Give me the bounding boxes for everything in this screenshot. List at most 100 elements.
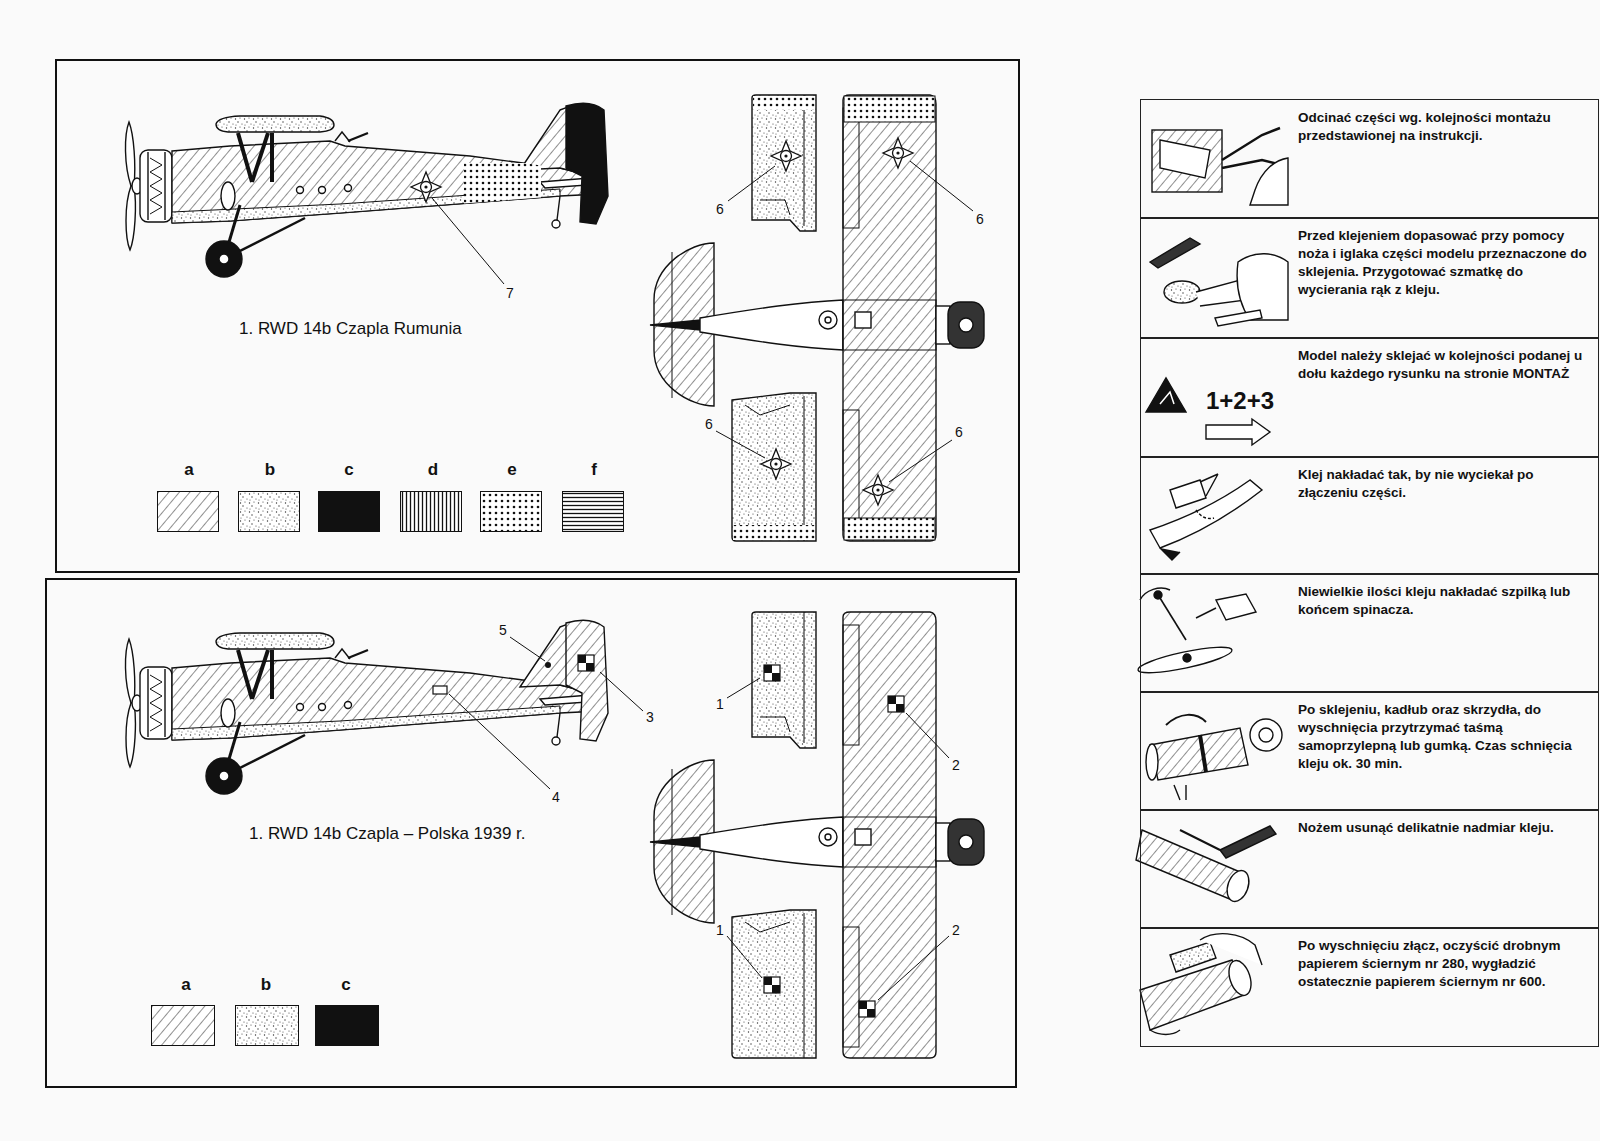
legend-pattern (563, 492, 624, 532)
aircraft-side-view (411, 172, 441, 202)
aircraft-top-view (764, 977, 780, 993)
legend-letter: f (591, 460, 597, 480)
legend-letter: c (341, 975, 350, 995)
aircraft-side-view (566, 103, 608, 224)
leader-line (510, 637, 545, 661)
legend-letter: c (344, 460, 353, 480)
aircraft-side-view (464, 163, 541, 209)
aircraft-top-view (883, 138, 913, 168)
aircraft-top-view (650, 612, 984, 1058)
instruction-sketch (1222, 128, 1280, 160)
legend-swatch (151, 1005, 215, 1046)
callout-number: 6 (955, 424, 963, 440)
instruction-box: Niewielkie ilości kleju nakładać szpilką… (1140, 573, 1599, 693)
instruction-sketch (1136, 830, 1240, 900)
leader-line (600, 672, 643, 711)
legend-letter: a (181, 975, 190, 995)
callout-number: 6 (705, 416, 713, 432)
instruction-sketch (1150, 238, 1200, 268)
leader-line (449, 637, 949, 1000)
instruction-sketch (1170, 480, 1206, 508)
callout-number: 3 (646, 709, 654, 725)
instruction-sketch (1250, 719, 1282, 751)
legend-pattern (158, 492, 219, 532)
leader-line (910, 161, 973, 211)
instruction-sketch (1136, 128, 1288, 1035)
instruction-sketch (1136, 642, 1233, 678)
instruction-sketch (1183, 654, 1191, 662)
aircraft-side-view (125, 622, 602, 794)
instruction-sketch (1196, 510, 1214, 519)
instruction-sketch (1225, 958, 1255, 998)
instruction-text: Nożem usunąć delikatnie nadmiar kleju. (1298, 819, 1592, 837)
instruction-sketch (1196, 608, 1216, 618)
legend-letter: b (261, 975, 271, 995)
instruction-sketch (1200, 934, 1262, 965)
aircraft-side-view (433, 686, 447, 694)
legend-pattern (239, 492, 300, 532)
legend-pattern (481, 492, 542, 532)
instruction-sketch (1237, 254, 1288, 320)
legend-pattern (401, 492, 462, 532)
instruction-box: Po wyschnięciu złącz, oczyścić drobnym p… (1140, 927, 1599, 1047)
legend-swatch (480, 491, 542, 532)
order-sequence: 1+2+3 (1206, 387, 1274, 415)
instruction-text: Po sklejeniu, kadłub oraz skrzydła, do w… (1298, 701, 1592, 773)
leader-line (716, 431, 765, 458)
instruction-sketch (1200, 474, 1218, 496)
callout-number: 1 (716, 696, 724, 712)
aircraft-top-view (650, 95, 984, 541)
legend-swatch (562, 491, 624, 532)
aircraft-top-view (650, 612, 984, 1058)
instruction-sketch (1220, 826, 1276, 858)
instruction-sketch (1160, 392, 1174, 404)
instruction-sketch (1170, 942, 1216, 972)
instruction-box: Po sklejeniu, kadłub oraz skrzydła, do w… (1140, 691, 1599, 811)
aircraft-top-view (761, 449, 791, 479)
instruction-text: Klej nakładać tak, by nie wyciekał po zł… (1298, 466, 1592, 502)
instruction-sketch (1140, 588, 1170, 600)
aircraft-top-view (863, 475, 893, 505)
legend-swatch (238, 491, 300, 532)
leader-line (432, 198, 504, 284)
aircraft-top-view (888, 696, 904, 712)
instruction-sketch (1166, 715, 1206, 725)
legend-swatch (400, 491, 462, 532)
callout-number: 4 (552, 789, 560, 805)
aircraft-top-view (859, 1001, 875, 1017)
scheme-caption: 1. RWD 14b Czapla – Polska 1939 r. (249, 824, 526, 844)
instruction-sketch (1216, 594, 1256, 620)
aircraft-side-view (125, 620, 608, 794)
instruction-sketch (1146, 378, 1186, 412)
instruction-sketch (1160, 598, 1186, 640)
aircraft-top-view (650, 95, 984, 541)
instruction-sketch (1259, 728, 1273, 742)
leader-line (906, 713, 949, 758)
aircraft-side-view (125, 103, 608, 277)
instruction-sketch (1150, 728, 1248, 780)
instruction-text: Po wyschnięciu złącz, oczyścić drobnym p… (1298, 937, 1592, 991)
legend-pattern (152, 1006, 215, 1046)
legend-letter: a (184, 460, 193, 480)
leader-line (727, 678, 760, 698)
legend-swatch (318, 491, 380, 532)
legend-letter: d (428, 460, 438, 480)
instruction-box: Nożem usunąć delikatnie nadmiar kleju. (1140, 809, 1599, 929)
instruction-sketch (1160, 140, 1210, 178)
aircraft-side-view (545, 662, 551, 668)
legend-swatch (315, 1005, 379, 1046)
callout-number: 6 (976, 211, 984, 227)
aircraft-top-view (753, 96, 815, 110)
instruction-text: Odcinać części wg. kolejności montażu pr… (1298, 109, 1592, 145)
aircraft-side-view (125, 105, 602, 277)
leader-line (432, 161, 973, 482)
callout-number: 2 (952, 757, 960, 773)
callout-number: 2 (952, 922, 960, 938)
legend-letter: e (507, 460, 516, 480)
aircraft-side-view (566, 620, 608, 741)
legend-swatch (235, 1005, 299, 1046)
aircraft-top-view (844, 96, 935, 122)
instruction-sketch (1164, 281, 1200, 303)
instruction-box: Odcinać części wg. kolejności montażu pr… (1140, 99, 1599, 219)
